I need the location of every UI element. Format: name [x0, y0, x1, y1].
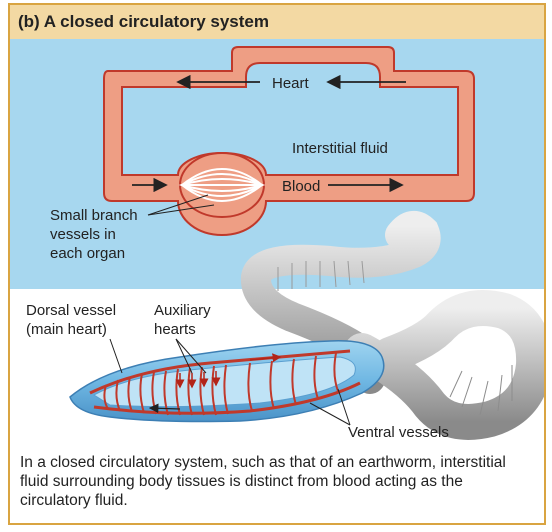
- worm-segments-coil: [449, 365, 513, 416]
- earthworm-illustration: [69, 210, 544, 440]
- leader-ventral-2: [337, 388, 351, 426]
- leader-small-branch-1: [147, 194, 209, 216]
- figure-frame: (b) A closed circulatory system: [8, 3, 546, 525]
- label-auxiliary-hearts: Auxiliary hearts: [154, 302, 211, 374]
- worm-body-coil: [344, 290, 544, 440]
- label-small-branch-vessels: Small branch vessels in each organ: [50, 194, 215, 262]
- label-dorsal-line-2: (main heart): [26, 321, 107, 338]
- segmental-vessels: [103, 352, 339, 416]
- label-ventral-vessels: Ventral vessels: [309, 388, 449, 441]
- label-small-branch-line-1: Small branch: [50, 207, 138, 224]
- leader-small-branch-2: [147, 204, 215, 216]
- worm-segments-upper: [277, 260, 365, 291]
- figure-title: (b) A closed circulatory system: [18, 12, 269, 31]
- label-blood: Blood: [282, 178, 320, 195]
- capillary-bed: [178, 152, 266, 218]
- label-dorsal-vessel: Dorsal vessel (main heart): [26, 302, 123, 374]
- ventral-vessel: [93, 381, 361, 415]
- label-dorsal-line-1: Dorsal vessel: [26, 302, 116, 319]
- dorsal-vessel: [89, 349, 351, 395]
- label-auxiliary-line-2: hearts: [154, 321, 196, 338]
- figure-caption: In a closed circulatory system, such as …: [20, 454, 506, 509]
- label-small-branch-line-2: vessels in: [50, 226, 116, 243]
- leader-ventral-1: [309, 402, 351, 426]
- ventral-flow-arrow: [148, 403, 181, 414]
- label-interstitial-fluid: Interstitial fluid: [292, 140, 388, 157]
- auxiliary-heart-arrows: [175, 371, 221, 389]
- label-small-branch-line-3: each organ: [50, 245, 125, 262]
- label-heart: Heart: [272, 75, 310, 92]
- title-bar: (b) A closed circulatory system: [10, 5, 544, 39]
- flow-arrows: [132, 74, 406, 193]
- leader-dorsal: [109, 338, 123, 374]
- label-ventral-text: Ventral vessels: [348, 424, 449, 441]
- leader-auxiliary-1: [175, 338, 193, 374]
- circulatory-diagram: Heart Interstitial fluid Blood Small bra…: [26, 46, 544, 441]
- dorsal-flow-arrow: [249, 353, 282, 363]
- leader-auxiliary-2: [175, 338, 207, 374]
- label-auxiliary-line-1: Auxiliary: [154, 302, 211, 319]
